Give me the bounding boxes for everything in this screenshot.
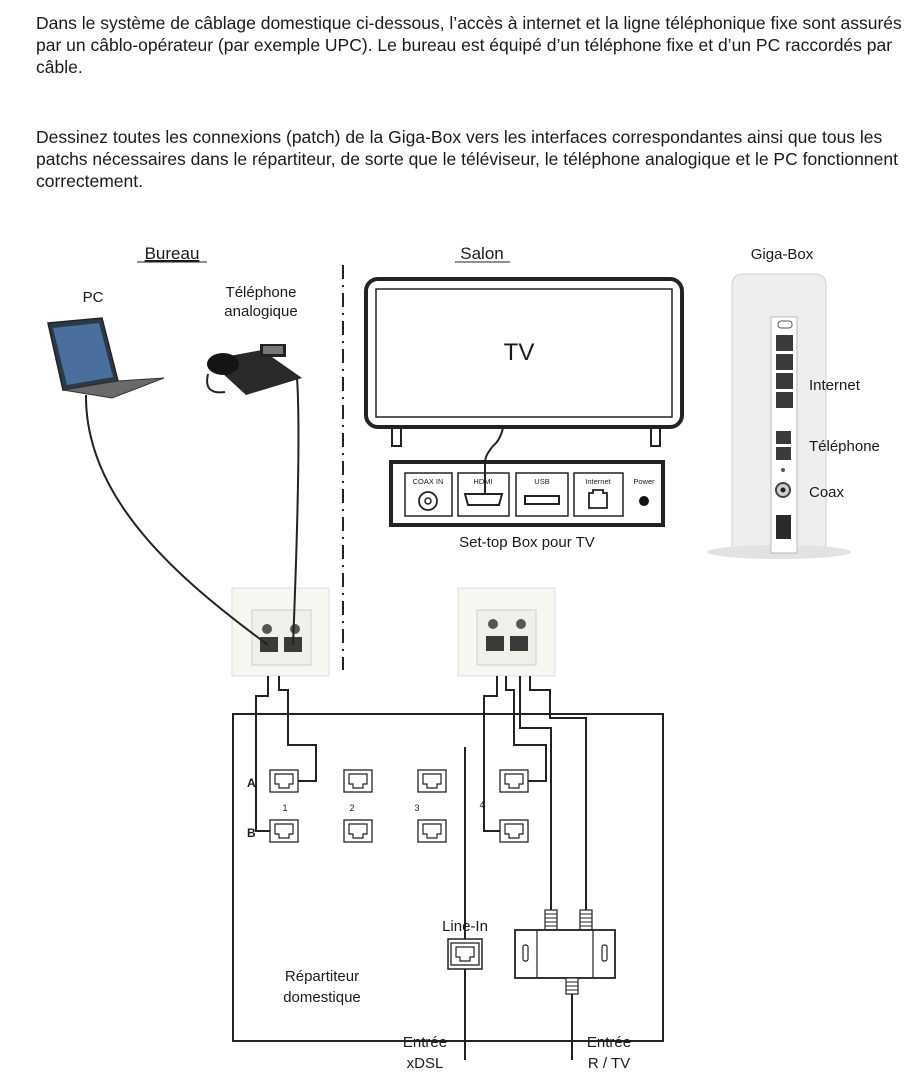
stb-port-label: COAX IN [413, 477, 444, 486]
patch-port-B2 [343, 819, 373, 843]
laptop-icon [47, 317, 165, 399]
stb-port-label: USB [534, 477, 549, 486]
column-label-4: 4 [479, 800, 484, 810]
column-label-1: 1 [282, 803, 287, 813]
gigabox-port-phone-label: Téléphone [809, 438, 880, 455]
room-label-living-room: Salon [460, 244, 503, 263]
distributor-title-line2: domestique [283, 989, 361, 1006]
input-rtv-line2: R / TV [588, 1055, 630, 1072]
gigabox-device [707, 273, 851, 559]
stb-port-usb: USB [515, 472, 569, 517]
distributor-box [232, 713, 664, 1042]
tv-icon [364, 277, 684, 447]
phone-label-line2: analogique [224, 303, 297, 320]
stb-port-power: Power [633, 477, 655, 506]
stb-port-coax-in: COAX IN [404, 472, 453, 517]
patch-port-A1 [269, 769, 299, 793]
hdmi-cable [484, 427, 504, 494]
instruction-paragraph-1: Dans le système de câblage domestique ci… [36, 13, 902, 77]
instruction-paragraph-2: Dessinez toutes les connexions (patch) d… [36, 127, 898, 191]
row-label-A: A [247, 776, 256, 790]
distributor-title-line1: Répartiteur [285, 968, 359, 985]
stb-port-hdmi: HDMI [457, 472, 510, 517]
patch-port-B3 [417, 819, 447, 843]
stb-caption: Set-top Box pour TV [459, 534, 595, 551]
column-label-3: 3 [414, 803, 419, 813]
pc-cable [84, 394, 269, 646]
patch-port-A2 [343, 769, 373, 793]
column-label-2: 2 [349, 803, 354, 813]
stb-port-label: Power [633, 477, 655, 486]
wall-outlet-living-room [457, 587, 556, 677]
pc-label: PC [83, 289, 104, 306]
room-label-office: Bureau [145, 244, 200, 263]
patch-port-B1 [269, 819, 299, 843]
line-in-port [447, 938, 483, 970]
row-label-B: B [247, 826, 256, 840]
input-xdsl-line1: Entrée [403, 1034, 447, 1051]
desk-phone-icon [206, 344, 302, 395]
line-in-label: Line-In [442, 918, 488, 935]
coax-splitter [514, 909, 616, 995]
phone-label-line1: Téléphone [226, 284, 297, 301]
patch-port-B4 [499, 819, 529, 843]
wall-outlet-office [231, 587, 330, 677]
phone-cable [292, 377, 300, 646]
input-rtv-line1: Entrée [587, 1034, 631, 1051]
input-xdsl-line2: xDSL [407, 1055, 444, 1072]
gigabox-port-coax-label: Coax [809, 484, 845, 501]
set-top-box [389, 460, 665, 527]
gigabox-port-internet-label: Internet [809, 377, 861, 394]
stb-port-internet: Internet [573, 472, 624, 517]
gigabox-title: Giga-Box [751, 246, 814, 263]
patch-port-A3 [417, 769, 447, 793]
patch-port-A4 [499, 769, 529, 793]
stb-port-label: Internet [585, 477, 611, 486]
stb-port-label: HDMI [473, 477, 492, 486]
tv-label: TV [504, 339, 535, 366]
